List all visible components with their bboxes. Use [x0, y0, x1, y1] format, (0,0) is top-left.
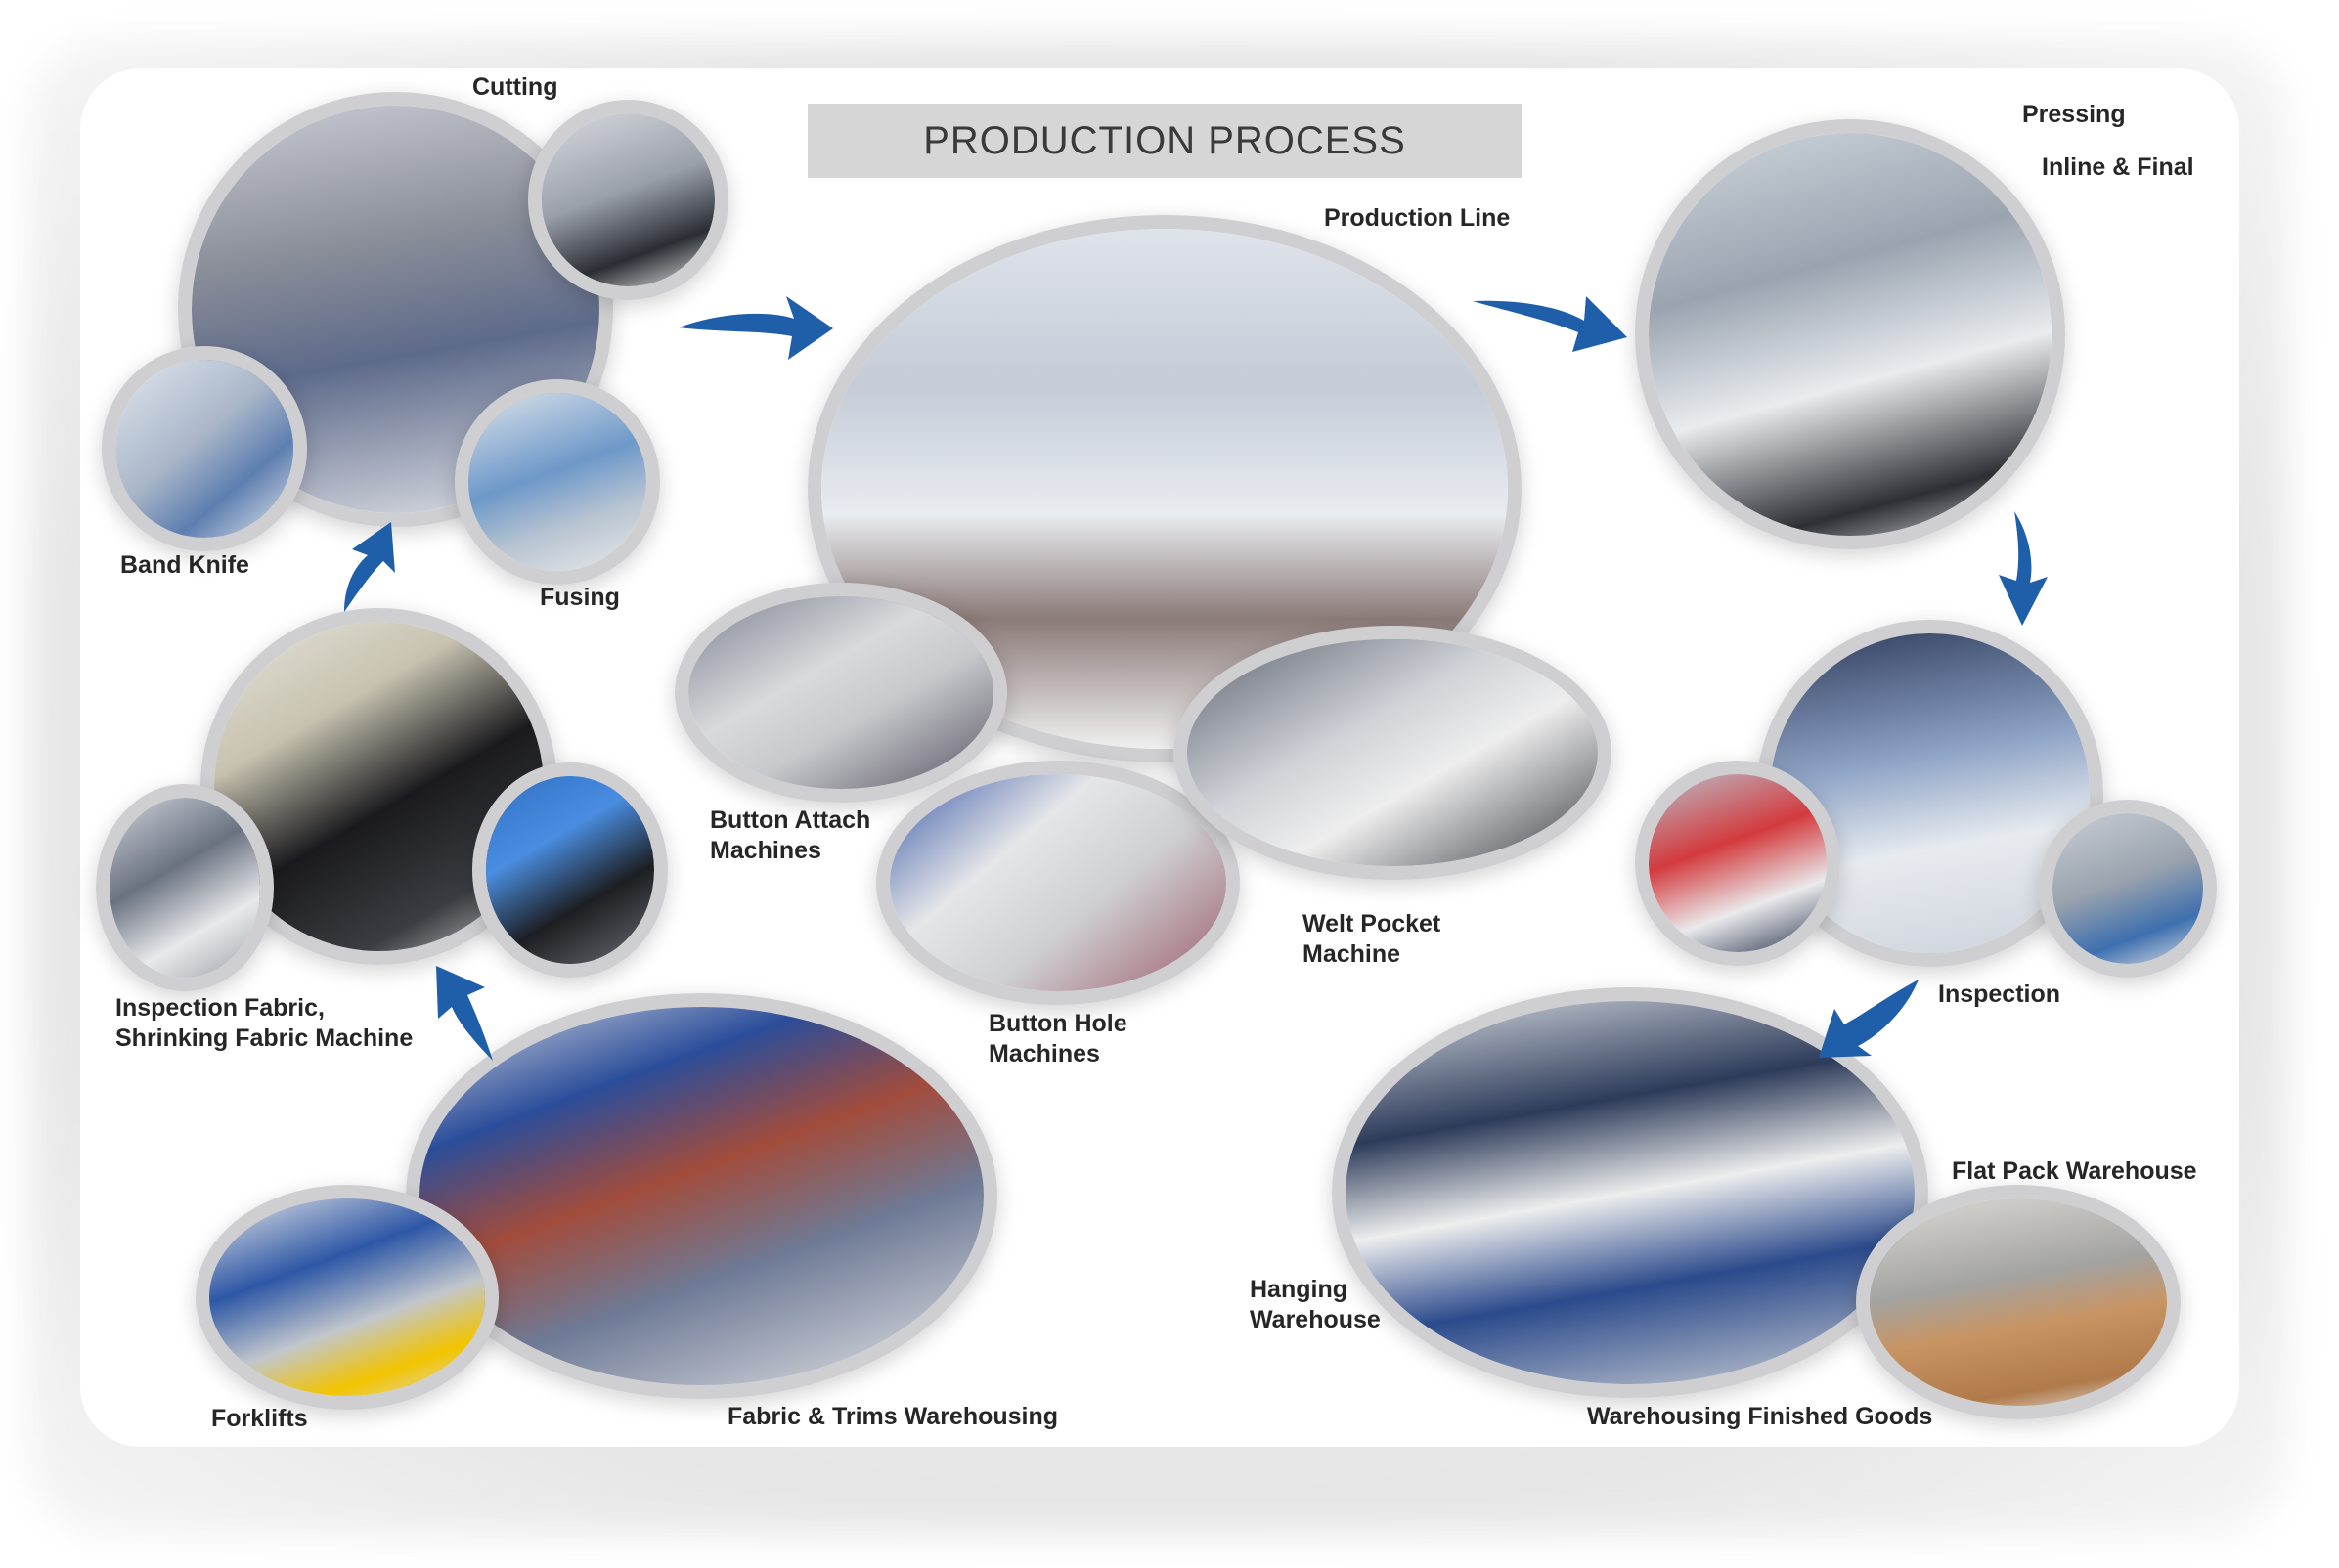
label-band-knife: Band Knife	[120, 551, 249, 579]
label-forklifts: Forklifts	[211, 1405, 308, 1432]
label-hanging-warehouse-line-2: Warehouse	[1250, 1306, 1381, 1333]
label-fusing: Fusing	[540, 584, 620, 611]
label-hanging-warehouse-line-1: Hanging	[1250, 1276, 1347, 1303]
label-hanging-warehouse: Hanging Warehouse	[1250, 1275, 1381, 1335]
label-button-hole-line-1: Button Hole	[989, 1010, 1127, 1037]
arrow-inspection-to-warehouse-icon	[1819, 980, 1919, 1058]
label-fabric-trims-warehousing: Fabric & Trims Warehousing	[728, 1403, 1059, 1430]
label-button-attach-line-2: Machines	[710, 837, 821, 864]
label-warehousing-finished-goods: Warehousing Finished Goods	[1587, 1403, 1933, 1430]
label-flat-pack-warehouse: Flat Pack Warehouse	[1952, 1157, 2197, 1185]
arrow-production-to-pressing-icon	[1473, 296, 1627, 352]
label-pressing: Pressing	[2022, 101, 2126, 128]
arrow-pressing-to-inspection-icon	[1999, 511, 2048, 626]
label-inspection-fabric-line-1: Inspection Fabric,	[115, 994, 325, 1022]
label-button-attach-line-1: Button Attach	[710, 806, 871, 834]
arrow-cutting-to-production-icon	[679, 296, 833, 360]
arrow-inspection-fabric-to-cutting-icon	[344, 522, 395, 612]
label-button-hole: Button Hole Machines	[989, 1009, 1127, 1069]
page-title: PRODUCTION PROCESS	[808, 104, 1522, 178]
label-welt-pocket-line-2: Machine	[1302, 940, 1401, 968]
label-inspection-fabric: Inspection Fabric, Shrinking Fabric Mach…	[115, 993, 413, 1054]
label-inspection: Inspection	[1938, 980, 2061, 1008]
label-welt-pocket-line-1: Welt Pocket	[1302, 910, 1441, 937]
arrow-warehouse-to-inspection-fabric-icon	[436, 966, 493, 1061]
label-inspection-fabric-line-2: Shrinking Fabric Machine	[115, 1024, 414, 1052]
label-production-line: Production Line	[1324, 204, 1511, 232]
label-cutting: Cutting	[472, 73, 558, 101]
label-welt-pocket: Welt Pocket Machine	[1302, 909, 1440, 970]
label-button-hole-line-2: Machines	[989, 1040, 1100, 1067]
label-inline-final: Inline & Final	[2042, 153, 2194, 181]
label-button-attach: Button Attach Machines	[710, 806, 870, 866]
